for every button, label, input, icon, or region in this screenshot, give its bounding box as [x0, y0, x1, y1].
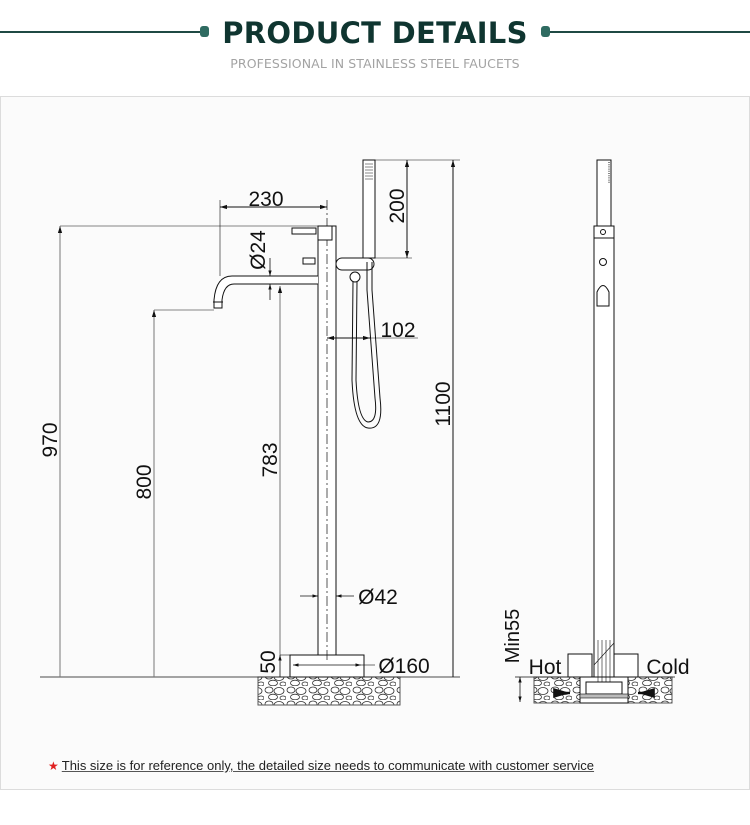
- header-dot-right: [541, 26, 550, 37]
- header-dot-left: [200, 26, 209, 37]
- dim-spout-diameter: Ø24: [247, 230, 270, 270]
- reference-note-text: This size is for reference only, the det…: [61, 758, 595, 773]
- side-view: [515, 159, 675, 704]
- dim-spout-height: 800: [133, 464, 156, 499]
- label-hot: Hot: [529, 656, 562, 679]
- header: PRODUCT DETAILS PROFESSIONAL IN STAINLES…: [0, 0, 750, 96]
- dim-overall-height: 1100: [432, 381, 455, 426]
- dim-base-height: 50: [257, 650, 280, 673]
- label-min-depth: Min55: [502, 609, 524, 663]
- dim-handshower-length: 200: [386, 188, 409, 223]
- page-title: PRODUCT DETAILS: [222, 16, 528, 50]
- header-divider-right: [550, 31, 750, 33]
- front-view: [40, 159, 460, 706]
- page-subtitle: PROFESSIONAL IN STAINLESS STEEL FAUCETS: [230, 56, 520, 71]
- dim-handshower-offset: 102: [380, 319, 415, 342]
- dim-spout-to-base: 783: [259, 442, 282, 477]
- dim-total-height: 970: [39, 422, 62, 457]
- dim-column-diameter: Ø42: [358, 586, 398, 609]
- technical-drawing: 230 Ø24 970 800 783 200 102 1100 Ø42 50 …: [39, 159, 690, 706]
- floor-hatch: [257, 676, 401, 706]
- dim-spout-reach: 230: [248, 188, 283, 211]
- header-divider-left: [0, 31, 200, 33]
- star-icon: ★: [48, 759, 59, 773]
- label-cold: Cold: [646, 656, 689, 679]
- dim-base-diameter: Ø160: [378, 655, 429, 678]
- reference-note: ★This size is for reference only, the de…: [48, 758, 594, 773]
